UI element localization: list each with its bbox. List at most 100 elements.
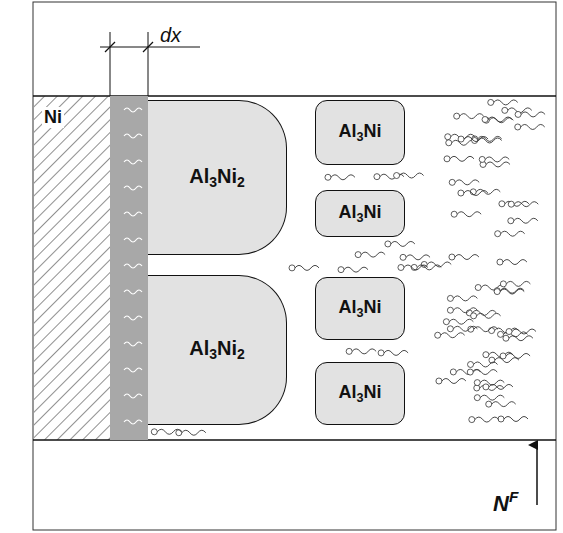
molecule-head	[444, 156, 450, 162]
phase-label: Al3Ni	[338, 202, 381, 225]
molecule-tail	[417, 265, 441, 270]
band-wave	[124, 420, 142, 424]
molecule-head	[498, 416, 504, 422]
dim-line	[100, 47, 200, 48]
molecule-tail	[460, 114, 484, 119]
molecule-head	[443, 319, 449, 325]
molecule-head	[489, 328, 495, 334]
molecule-head	[503, 335, 509, 341]
molecule-head	[450, 369, 456, 375]
molecule-head	[435, 332, 441, 338]
molecule-tail	[441, 333, 465, 338]
molecule-tail	[361, 252, 385, 257]
molecule-head	[451, 211, 457, 217]
molecule-tail	[331, 175, 355, 180]
molecule-tail	[474, 327, 498, 332]
molecule-head	[467, 369, 473, 375]
molecule-tail	[478, 138, 502, 143]
molecule-tail	[506, 353, 530, 358]
molecule-head	[458, 190, 464, 196]
band-wave	[124, 316, 142, 320]
band-wave	[124, 134, 142, 138]
molecule-head	[447, 326, 453, 332]
molecule-head	[176, 430, 182, 436]
molecule-tail	[406, 255, 430, 260]
molecule-head	[472, 137, 478, 143]
molecule-head	[468, 361, 474, 367]
molecule-head	[458, 136, 464, 142]
molecule-tail	[457, 212, 481, 217]
band-wave	[124, 394, 142, 398]
molecule-tail	[384, 350, 408, 355]
molecule-head	[398, 264, 404, 270]
molecule-tail	[391, 241, 415, 246]
molecule-head	[474, 380, 480, 386]
reaction-band	[110, 96, 148, 440]
molecule-head	[499, 201, 505, 207]
molecule-head	[483, 352, 489, 358]
nickel-hatch	[34, 96, 110, 440]
flux-label: NF	[493, 488, 518, 517]
flow-arrow	[536, 445, 538, 505]
molecule-head	[508, 218, 514, 224]
molecule-tail	[475, 417, 499, 422]
molecule-head	[494, 289, 500, 295]
metal-label: Ni	[42, 107, 64, 128]
molecule-tail	[427, 262, 451, 267]
phase-grain: Al3Ni	[315, 100, 405, 165]
molecule-head	[486, 401, 492, 407]
molecule-tail	[453, 326, 477, 331]
molecule-head	[325, 174, 331, 180]
molecule-tail	[455, 255, 479, 260]
molecule-tail	[453, 296, 477, 301]
molecule-tail	[477, 313, 501, 318]
molecule-tail	[492, 402, 516, 407]
dim-tick	[148, 32, 149, 96]
phase-grain: Al3Ni	[315, 190, 405, 237]
molecule-tail	[500, 288, 524, 293]
molecule-head	[394, 173, 400, 179]
phase-grain: Al3Ni2	[148, 275, 287, 425]
molecule-tail	[495, 358, 519, 363]
molecule-head	[436, 378, 442, 384]
molecule-tail	[501, 231, 525, 236]
molecule-tail	[449, 319, 473, 324]
molecule-tail	[404, 265, 428, 270]
molecule-head	[488, 99, 494, 105]
phase-label: Al3Ni2	[189, 337, 245, 362]
molecule-head	[498, 331, 504, 337]
molecule-head	[400, 254, 406, 260]
dim-slash	[105, 42, 115, 52]
molecule-tail	[455, 180, 479, 185]
molecule-head	[497, 259, 503, 265]
band-waves	[124, 108, 142, 424]
molecule-tail	[464, 137, 488, 142]
band-wave	[124, 160, 142, 164]
molecule-head	[502, 107, 508, 113]
molecule-head	[355, 252, 361, 258]
band-wave	[124, 264, 142, 268]
molecule-head	[449, 254, 455, 260]
phase-label: Al3Ni	[338, 121, 381, 144]
molecule-tail	[453, 308, 477, 313]
molecule-tail	[344, 267, 368, 272]
phase-grain: Al3Ni2	[148, 100, 287, 255]
molecule-tail	[506, 281, 530, 286]
molecule-tail	[521, 112, 545, 117]
molecule-head	[338, 267, 344, 273]
phase-label: Al3Ni	[338, 297, 381, 320]
molecule-head	[471, 313, 477, 319]
molecule-tail	[157, 429, 181, 434]
molecule-tail	[494, 100, 518, 105]
molecule-head	[454, 113, 460, 119]
molecule-head	[494, 288, 500, 294]
band-wave	[124, 186, 142, 190]
molecule-head	[151, 429, 157, 435]
molecule-tail	[478, 136, 502, 141]
molecule-tail	[514, 218, 538, 223]
molecule-tail	[352, 349, 376, 354]
molecule-head	[447, 295, 453, 301]
molecule-head	[483, 384, 489, 390]
band-wave	[124, 212, 142, 216]
